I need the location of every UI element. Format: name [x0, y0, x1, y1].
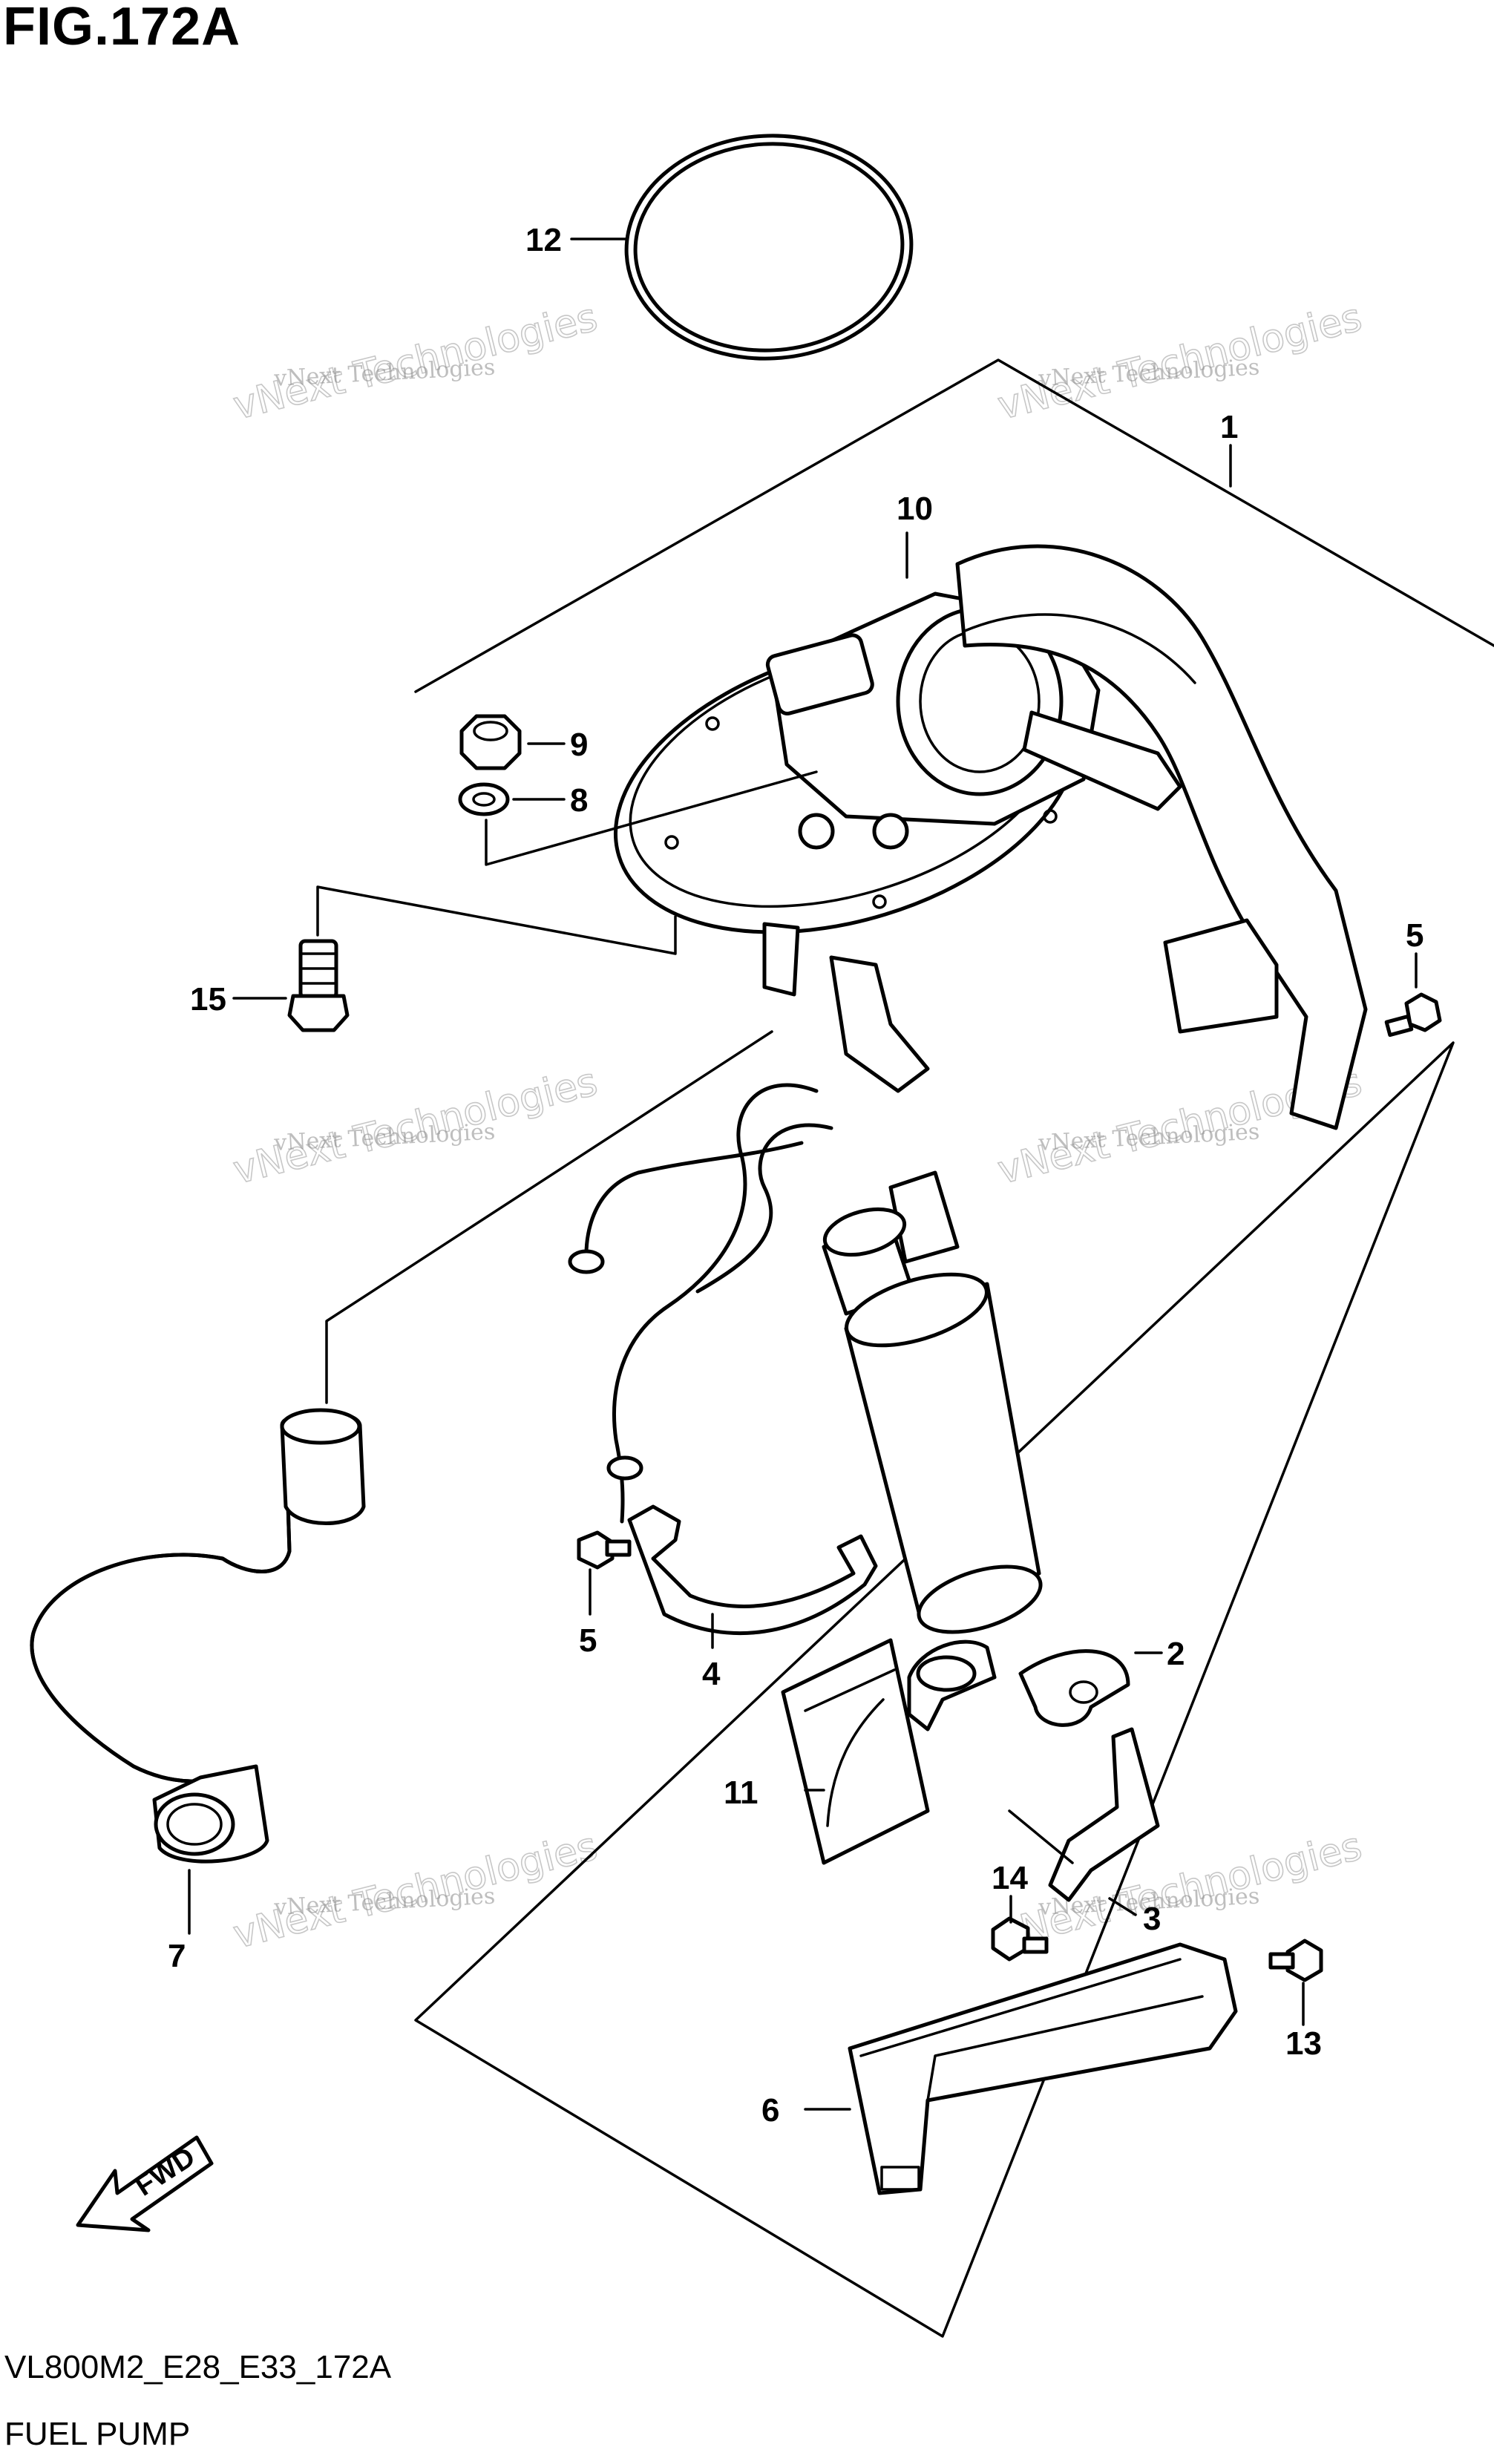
callout-8: 10 [897, 491, 933, 527]
screw-5-right [1384, 992, 1442, 1038]
callout-12: 14 [992, 1860, 1028, 1896]
nut-7 [459, 714, 522, 770]
washer-6 [458, 782, 510, 816]
watermark-top-left: vNext Technologies vNext Technologies [229, 295, 603, 429]
filter-9 [781, 1638, 997, 1865]
figure-code: VL800M2_E28_E33_172A [4, 2349, 392, 2385]
screw-12 [991, 1916, 1049, 1962]
callout-5-right: 5 [1406, 917, 1423, 954]
figure-title: FIG.172A [3, 0, 241, 56]
callout-11: 13 [1285, 2025, 1322, 2062]
watermark-mid-left: vNext Technologies vNext Technologies [229, 1059, 603, 1193]
callout-3: 3 [1143, 1901, 1161, 1937]
cushion-2 [1018, 1649, 1130, 1727]
wiring-harness [568, 1083, 960, 1524]
callouts: 12 1 10 9 8 15 5 2 3 14 11 4 5 13 6 7 [168, 222, 1423, 2129]
leader-lines [188, 237, 1418, 2111]
protector-10 [848, 1942, 1238, 2195]
leader-14-hose [325, 1030, 773, 1404]
callout-6: 8 [570, 782, 588, 819]
leader-15 [316, 885, 677, 955]
callout-13: 12 [525, 222, 562, 258]
hose-14 [30, 1408, 366, 1864]
bracket-3 [1008, 1727, 1160, 1902]
callout-7: 9 [570, 727, 588, 763]
screw-5-left [577, 1530, 632, 1570]
callout-1: 1 [1220, 409, 1238, 445]
o-ring-13 [624, 134, 914, 361]
callout-15: 15 [190, 981, 226, 1018]
leader-6-7 [485, 770, 818, 866]
watermark-top-right: vNext Technologies vNext Technologies [993, 295, 1367, 429]
callout-4: 4 [702, 1656, 721, 1692]
screw-11 [1268, 1939, 1323, 1982]
fuel-pump-body [822, 1207, 1043, 1634]
clamp-4 [627, 1504, 878, 1636]
harness-bracket [955, 544, 1368, 1130]
fwd-arrow-icon: FWD [76, 2135, 214, 2232]
callout-10: 6 [761, 2092, 779, 2129]
callout-14: 7 [168, 1938, 186, 1974]
callout-9: 11 [724, 1775, 759, 1811]
callout-5-left: 5 [579, 1622, 597, 1659]
bolt-15 [287, 939, 350, 1032]
figure-name: FUEL PUMP [4, 2416, 191, 2452]
pump-plate-8 [613, 592, 1182, 1093]
watermark-low-left: vNext Technologies vNext Technologies [229, 1824, 603, 1958]
callout-2: 2 [1167, 1636, 1185, 1672]
